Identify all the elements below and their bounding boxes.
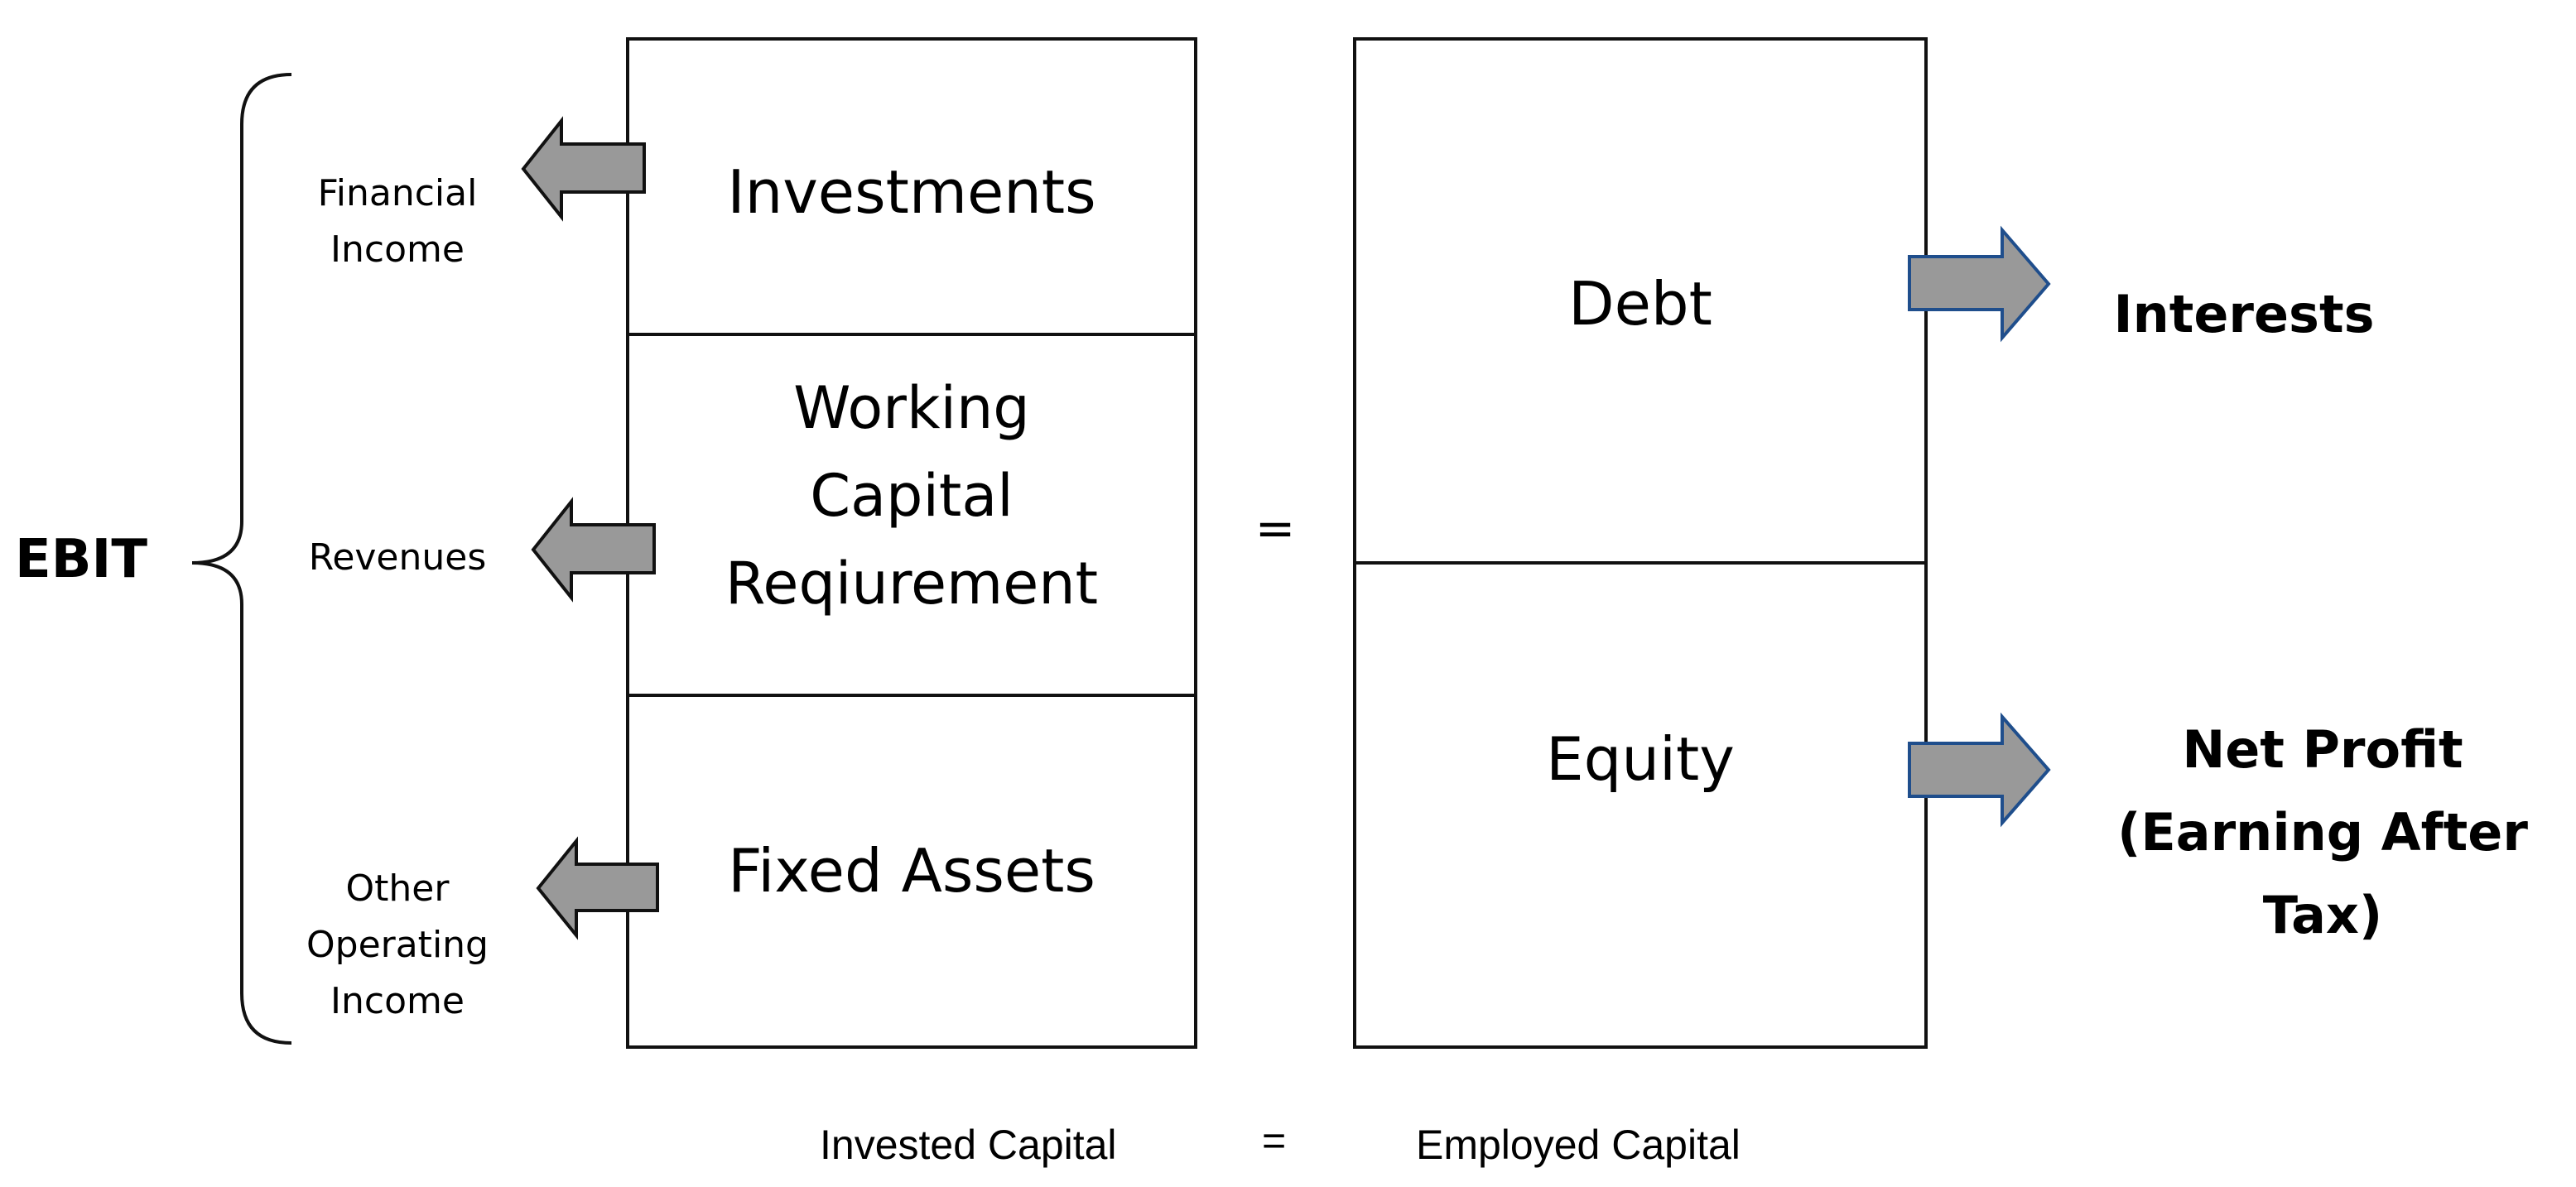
revenues-arrow (531, 497, 656, 603)
ebit-label: EBIT (15, 529, 147, 590)
interests-arrow (1908, 225, 2051, 343)
debt-label: Debt (1568, 269, 1712, 339)
equity-label: Equity (1546, 724, 1735, 794)
employed-capital-box (1353, 37, 1928, 1049)
net-profit-arrow (1908, 712, 2051, 828)
other-operating-income-arrow (536, 836, 659, 940)
investments-label: Investments (727, 157, 1096, 227)
revenues-label: Revenues (308, 536, 487, 579)
footer-invested-capital: Invested Capital (820, 1122, 1117, 1168)
working-capital-requirement-label: Working Capital Reqiurement (725, 374, 1099, 618)
ebit-brace (191, 73, 292, 1045)
footer-equals: = (1262, 1117, 1287, 1164)
footer-employed-capital: Employed Capital (1416, 1122, 1741, 1168)
fixed-assets-label: Fixed Assets (728, 836, 1095, 906)
invested-capital-box (626, 37, 1197, 1049)
financial-income-label: Financial Income (317, 172, 478, 271)
other-operating-income-label: Other Operating Income (306, 867, 489, 1022)
financial-income-arrow (521, 116, 646, 222)
interests-label: Interests (2113, 284, 2375, 344)
net-profit-label: Net Profit (Earning After Tax) (2117, 719, 2528, 945)
equals-sign: = (1254, 500, 1296, 556)
